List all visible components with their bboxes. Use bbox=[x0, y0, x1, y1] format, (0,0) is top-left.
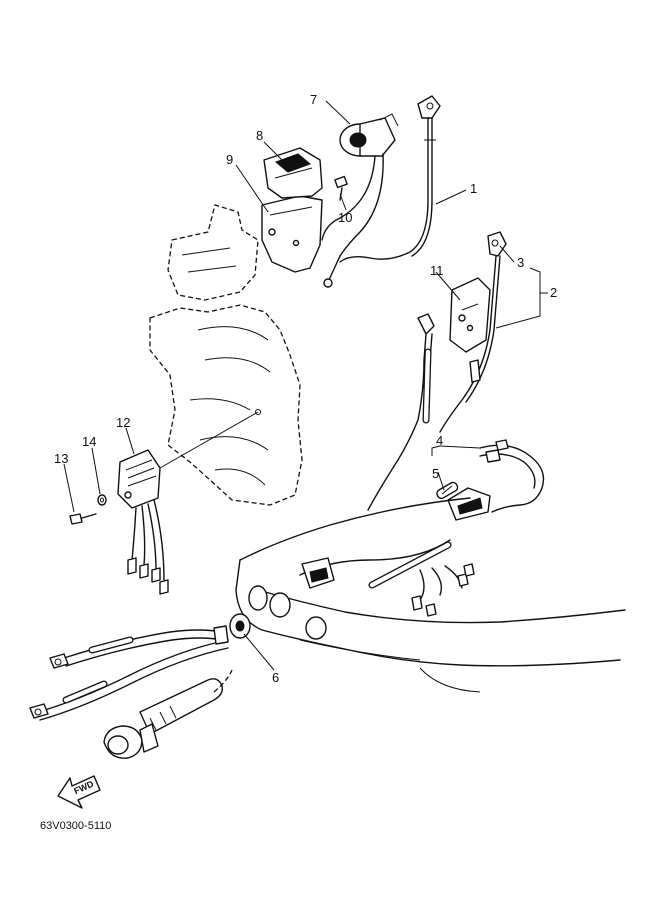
callout-12: 12 bbox=[116, 415, 130, 430]
rectifier-part-12 bbox=[117, 409, 261, 595]
callout-9: 9 bbox=[226, 152, 233, 167]
diagram-code: 63V0300-5110 bbox=[40, 820, 111, 832]
callout-2: 2 bbox=[550, 285, 557, 300]
callout-leaders bbox=[63, 100, 548, 671]
wire-harness-part-4 bbox=[447, 439, 545, 521]
center-cable bbox=[367, 313, 435, 511]
holder-part-8 bbox=[263, 147, 323, 199]
callout-7: 7 bbox=[310, 92, 317, 107]
callout-13: 13 bbox=[54, 451, 68, 466]
callout-labels: 7 8 9 10 1 11 3 2 4 5 6 12 13 14 bbox=[54, 92, 557, 685]
fuse-part-5 bbox=[436, 481, 459, 500]
callout-14: 14 bbox=[82, 434, 96, 449]
callout-10: 10 bbox=[338, 210, 352, 225]
engine-block-outline bbox=[149, 204, 303, 506]
bolt-part-10 bbox=[334, 175, 348, 201]
washer-part-14 bbox=[97, 494, 107, 506]
callout-3: 3 bbox=[517, 255, 524, 270]
callout-1: 1 bbox=[470, 181, 477, 196]
callout-6: 6 bbox=[272, 670, 279, 685]
starter-relay-part-7 bbox=[321, 113, 399, 288]
bracket-part-9 bbox=[261, 195, 323, 273]
callout-8: 8 bbox=[256, 128, 263, 143]
lead-wire-part-1 bbox=[339, 95, 441, 263]
forward-arrow: FWD bbox=[57, 775, 101, 809]
bolt-part-13 bbox=[69, 513, 97, 525]
battery-lead-assembly bbox=[439, 231, 507, 433]
callout-11: 11 bbox=[430, 263, 444, 278]
grommet-part-6 bbox=[229, 613, 251, 639]
callout-4: 4 bbox=[436, 433, 443, 448]
callout-5: 5 bbox=[432, 466, 439, 481]
cable-sleeve bbox=[103, 669, 233, 759]
battery-cables bbox=[29, 625, 229, 721]
cowling-harness bbox=[299, 539, 475, 617]
lower-cowling bbox=[235, 497, 626, 693]
